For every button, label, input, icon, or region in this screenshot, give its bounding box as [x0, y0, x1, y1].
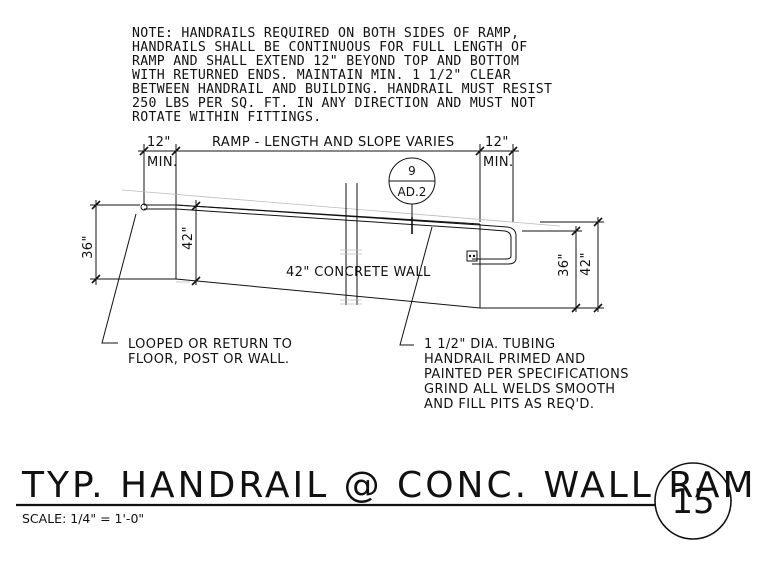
callout-right: 1 1/2" DIA. TUBING HANDRAIL PRIMED AND P… [399, 226, 629, 412]
general-note: NOTE: HANDRAILS REQUIRED ON BOTH SIDES O… [132, 26, 552, 125]
callout-line: FLOOR, POST OR WALL. [128, 352, 289, 367]
note-line: ROTATE WITHIN FITTINGS. [132, 110, 322, 125]
note-line: 250 LBS PER SQ. FT. IN ANY DIRECTION AND… [132, 96, 536, 111]
dimension-tick [191, 276, 201, 286]
handrail-loop-end [140, 203, 148, 211]
dimension-tick [593, 303, 603, 313]
construction-line [121, 189, 561, 227]
right-extension-min: MIN. [483, 155, 514, 170]
ramp-length-dim: RAMP - LENGTH AND SLOPE VARIES [212, 135, 455, 150]
callout-line: PAINTED PER SPECIFICATIONS [424, 367, 629, 382]
left-height-outer-dim: 36" [81, 235, 96, 259]
bracket-bolt [468, 254, 472, 258]
note-line: HANDRAILS SHALL BE CONTINUOUS FOR FULL L… [132, 40, 528, 55]
dimension-tick [91, 200, 101, 210]
detail-number-bubble [654, 462, 732, 540]
detail-title: TYP. HANDRAIL @ CONC. WALL RAMP [21, 465, 760, 506]
ramp-floor [175, 278, 481, 309]
left-height-dimensions: 36" 42" [81, 200, 201, 286]
handrail-bottom-line [144, 208, 506, 232]
bracket-bolt [472, 254, 476, 258]
right-height-inner-dim: 36" [557, 253, 572, 277]
dimension-tick [139, 146, 149, 156]
detail-scale: SCALE: 1/4" = 1'-0" [22, 511, 144, 526]
dimension-tick [171, 146, 181, 156]
callout-leader [101, 213, 137, 344]
detail-number: 15 [671, 482, 714, 522]
callout-line: 1 1/2" DIA. TUBING [424, 337, 555, 352]
section-marker-sheet: AD.2 [398, 185, 427, 199]
callout-line: AND FILL PITS AS REQ'D. [424, 397, 594, 412]
note-line: NOTE: HANDRAILS REQUIRED ON BOTH SIDES O… [132, 26, 519, 41]
left-height-inner-dim: 42" [181, 226, 196, 250]
dimension-tick [91, 274, 101, 284]
left-extension-min: MIN. [147, 155, 178, 170]
callout-left: LOOPED OR RETURN TO FLOOR, POST OR WALL. [101, 213, 292, 367]
note-line: BETWEEN HANDRAIL AND BUILDING. HANDRAIL … [132, 82, 552, 97]
callout-line: GRIND ALL WELDS SMOOTH [424, 382, 615, 397]
dimension-tick [508, 146, 518, 156]
right-extension-dim: 12" [485, 135, 509, 150]
handrail-return-outer [472, 226, 517, 265]
dimension-tick [593, 217, 603, 227]
section-marker: 9 AD.2 [388, 157, 436, 217]
right-height-outer-dim: 42" [579, 252, 594, 276]
title-block: TYP. HANDRAIL @ CONC. WALL RAMP SCALE: 1… [16, 462, 760, 540]
dimension-tick [475, 146, 485, 156]
note-line: RAMP AND SHALL EXTEND 12" BEYOND TOP AND… [132, 54, 519, 69]
top-dimensions: 12" MIN. RAMP - LENGTH AND SLOPE VARIES … [138, 135, 519, 222]
dimension-tick [571, 226, 581, 236]
left-extension-dim: 12" [147, 135, 171, 150]
ramp-elevation: 42" CONCRETE WALL [121, 183, 561, 309]
handrail-top-line [144, 204, 508, 228]
callout-line: LOOPED OR RETURN TO [128, 337, 292, 352]
section-marker-number: 9 [408, 164, 416, 178]
note-line: WITH RETURNED ENDS. MAINTAIN MIN. 1 1/2"… [132, 68, 511, 83]
right-height-dimensions: 36" 42" [522, 217, 604, 313]
dimension-tick [571, 303, 581, 313]
handrail-return-inner [472, 230, 512, 260]
dimension-tick [191, 201, 201, 211]
callout-line: HANDRAIL PRIMED AND [424, 352, 586, 367]
wall-bracket [466, 250, 478, 262]
callout-leader [399, 226, 433, 346]
wall-label: 42" CONCRETE WALL [286, 265, 431, 280]
